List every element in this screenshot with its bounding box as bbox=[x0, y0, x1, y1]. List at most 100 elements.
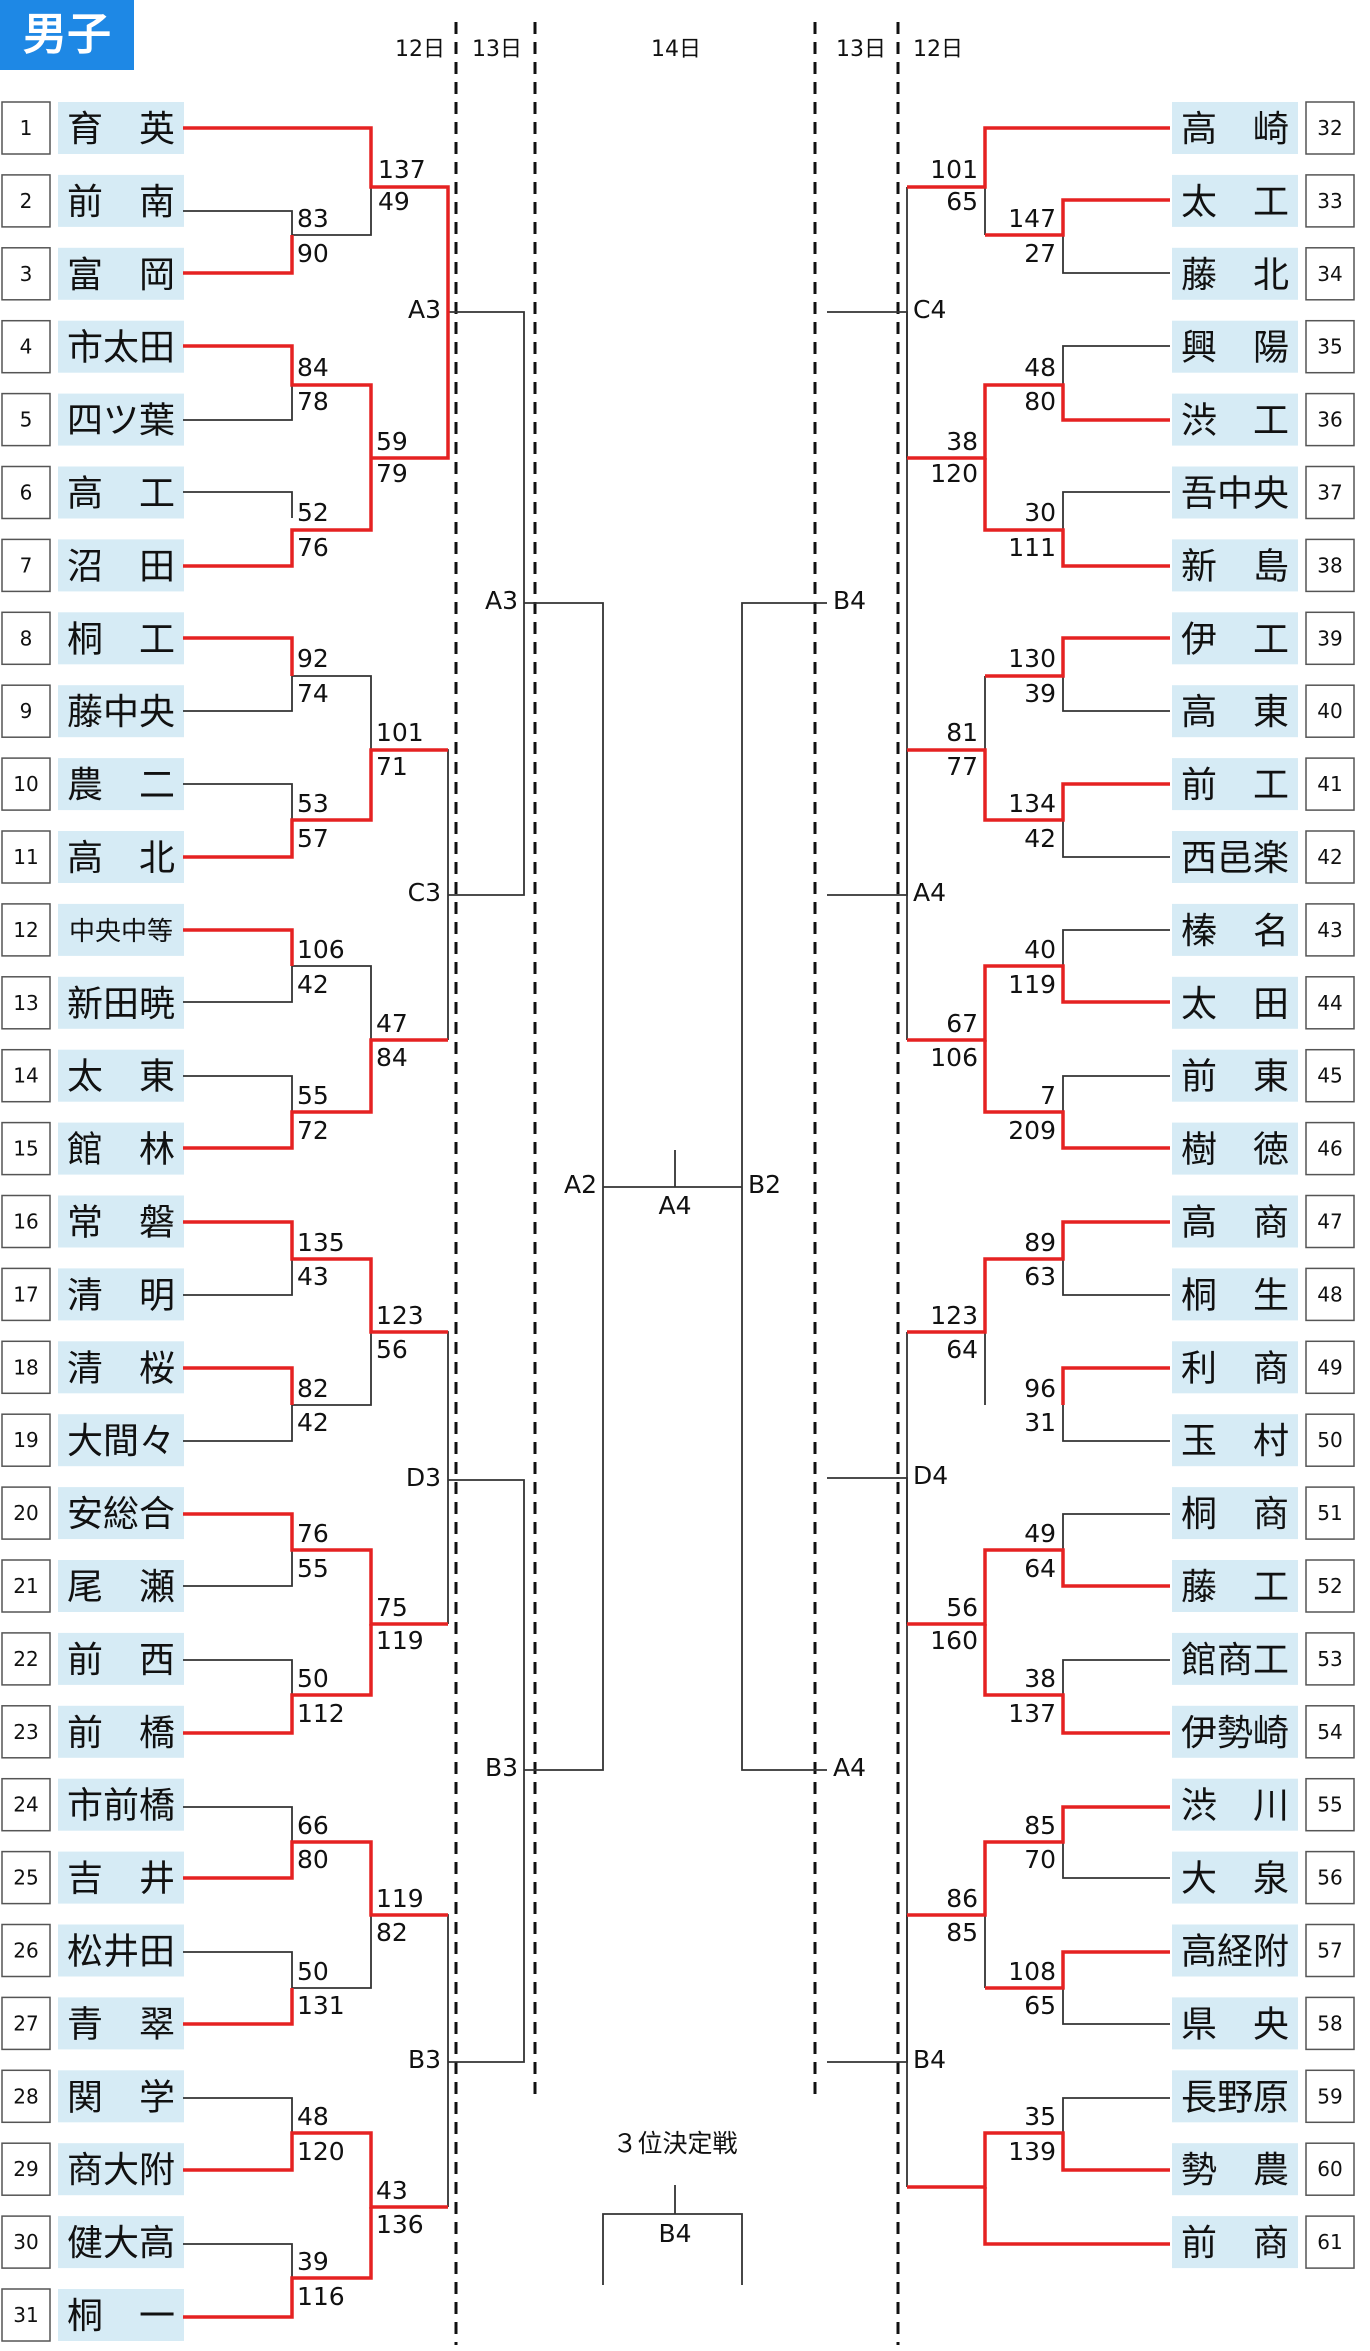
code-label: B2 bbox=[748, 1170, 781, 1199]
team-number: 8 bbox=[20, 626, 33, 650]
team-number: 10 bbox=[13, 772, 38, 796]
score: 108 bbox=[1008, 1957, 1056, 1986]
team-number-box bbox=[1305, 1121, 1355, 1176]
team-number: 42 bbox=[1317, 845, 1342, 869]
team-name-box bbox=[1172, 102, 1298, 154]
win-r-54 bbox=[983, 1624, 1170, 1735]
team-name-box bbox=[58, 2216, 184, 2269]
line-r-50 bbox=[1062, 1405, 1170, 1442]
team-number: 5 bbox=[20, 408, 33, 432]
team-name: 常 磐 bbox=[67, 1203, 175, 1244]
score: 49 bbox=[378, 187, 410, 216]
team-number: 17 bbox=[13, 1282, 38, 1306]
score: 136 bbox=[376, 2210, 424, 2239]
line-l-r2-a bbox=[292, 187, 372, 236]
team-name-box bbox=[58, 247, 184, 300]
team-row: 47高 商 bbox=[1172, 1194, 1355, 1249]
line-l-6 bbox=[183, 491, 293, 518]
team-number-box bbox=[1305, 1194, 1355, 1249]
code-label: D4 bbox=[913, 1461, 948, 1490]
team-number: 49 bbox=[1317, 1355, 1342, 1379]
line-l-19 bbox=[183, 1405, 293, 1442]
win-l-1 bbox=[183, 126, 450, 460]
team-name: 高 東 bbox=[1181, 692, 1289, 733]
team-row: 48桐 生 bbox=[1172, 1267, 1355, 1322]
team-name: 樹 徳 bbox=[1181, 1130, 1289, 1171]
team-number: 39 bbox=[1317, 626, 1342, 650]
team-number-box bbox=[1305, 1923, 1355, 1978]
team-name: 玉 村 bbox=[1181, 1421, 1289, 1462]
team-number-box bbox=[1305, 2142, 1355, 2196]
team-number-box bbox=[1, 101, 51, 155]
team-name: 県 央 bbox=[1181, 2004, 1289, 2045]
win-r-44 bbox=[907, 964, 1170, 1042]
team-number: 9 bbox=[20, 699, 33, 723]
team-number-box bbox=[1, 1850, 51, 1905]
score: 42 bbox=[1024, 824, 1056, 853]
line-r-53 bbox=[1062, 1659, 1170, 1695]
team-number: 60 bbox=[1317, 2157, 1342, 2181]
team-name: 太 東 bbox=[67, 1057, 175, 1098]
team-name-box bbox=[1172, 1049, 1298, 1102]
score: 64 bbox=[946, 1335, 978, 1364]
team-name-box bbox=[1172, 758, 1298, 811]
score: 80 bbox=[1024, 387, 1056, 416]
code-label: A4 bbox=[833, 1753, 866, 1782]
team-row: 50玉 村 bbox=[1172, 1413, 1355, 1467]
team-name-box bbox=[1172, 320, 1298, 373]
team-number-box bbox=[1, 174, 51, 228]
code-label: C3 bbox=[408, 878, 441, 907]
team-name: 安総合 bbox=[67, 1494, 175, 1535]
team-name-box bbox=[1172, 393, 1298, 446]
win-r-33 bbox=[985, 198, 1170, 237]
score: 75 bbox=[376, 1593, 408, 1622]
team-name-box bbox=[1172, 1778, 1298, 1831]
team-number: 29 bbox=[13, 2157, 38, 2181]
team-name-box bbox=[1172, 1851, 1298, 1904]
team-number: 47 bbox=[1317, 1210, 1342, 1234]
team-name: 高 崎 bbox=[1181, 109, 1289, 150]
line-l-28 bbox=[183, 2097, 293, 2133]
team-row: 35興 陽 bbox=[1172, 319, 1355, 374]
score: 101 bbox=[930, 155, 978, 184]
score: 135 bbox=[297, 1228, 345, 1257]
score: 35 bbox=[1024, 2102, 1056, 2131]
team-row: 34藤 北 bbox=[1172, 247, 1355, 301]
team-name-box bbox=[58, 1924, 184, 1977]
score: 85 bbox=[1024, 1811, 1056, 1840]
team-name: 桐 工 bbox=[67, 619, 175, 660]
score: 47 bbox=[376, 1009, 408, 1038]
team-number-box bbox=[1305, 1632, 1355, 1686]
team-number-box bbox=[1305, 2069, 1355, 2124]
team-name: 中央中等 bbox=[69, 917, 173, 947]
score: 72 bbox=[297, 1116, 329, 1145]
win-l-3 bbox=[183, 235, 294, 275]
score: 116 bbox=[297, 2282, 345, 2311]
line-r-51 bbox=[1062, 1513, 1170, 1550]
score: 139 bbox=[1008, 2137, 1056, 2166]
team-name-box bbox=[1172, 2216, 1298, 2269]
line-r-34 bbox=[1062, 235, 1170, 274]
team-name: 沼 田 bbox=[67, 546, 175, 587]
team-number-box bbox=[1, 319, 51, 374]
score: 40 bbox=[1024, 935, 1056, 964]
score: 119 bbox=[376, 1626, 424, 1655]
team-name: 伊勢崎 bbox=[1181, 1713, 1289, 1754]
team-name-box bbox=[58, 1122, 184, 1175]
team-row: 52藤 工 bbox=[1172, 1559, 1355, 1613]
team-number-box bbox=[1, 2215, 51, 2269]
team-name: 市前橋 bbox=[67, 1786, 175, 1827]
team-number-box bbox=[1305, 1048, 1355, 1103]
team-name: 長野原 bbox=[1181, 2077, 1289, 2118]
team-row: 41前 工 bbox=[1172, 757, 1355, 811]
team-name-box bbox=[1172, 1997, 1298, 2050]
score: 131 bbox=[297, 1991, 345, 2020]
